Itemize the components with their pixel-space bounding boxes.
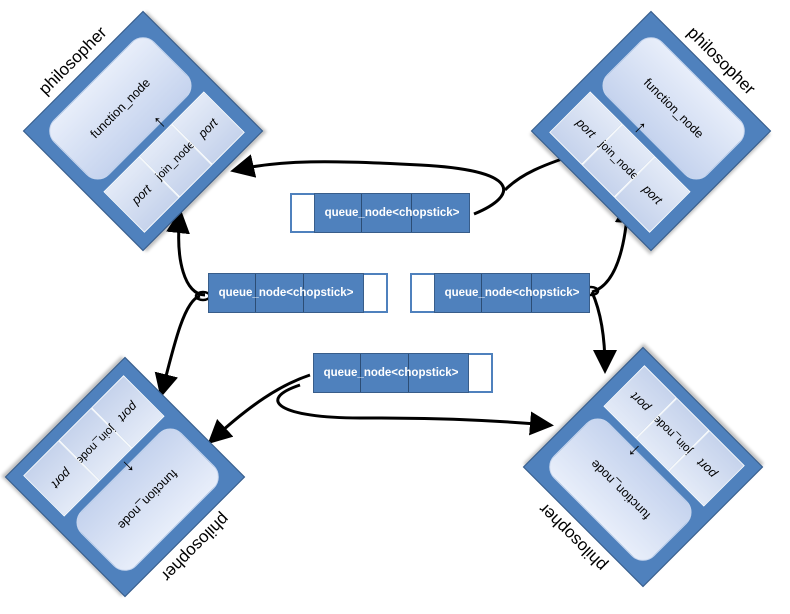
queue-node-bottom: queue_node<chopstick>: [313, 353, 493, 393]
edge-ml-queue-to-bl-port: [154, 294, 201, 398]
edge-top-queue-to-tl-port: [230, 154, 506, 216]
queue-body: [208, 273, 364, 313]
queue-body: [434, 273, 590, 313]
queue-label: queue_node<chopstick>: [323, 367, 459, 379]
edge-ml-queue-to-tl-port: [166, 209, 206, 297]
queue-body: [313, 353, 469, 393]
queue-bracket: [469, 353, 493, 393]
edge-bottom-queue-to-br-port: [276, 383, 554, 436]
queue-label: queue_node<chopstick>: [324, 207, 460, 219]
queue-label: queue_node<chopstick>: [218, 287, 354, 299]
queue-bracket: [410, 273, 434, 313]
queue-body: [314, 193, 470, 233]
queue-bracket: [364, 273, 388, 313]
queue-node-middle-right: queue_node<chopstick>: [410, 273, 590, 313]
queue-label: queue_node<chopstick>: [444, 287, 580, 299]
queue-bracket: [290, 193, 314, 233]
edge-mr-queue-to-br-port: [590, 291, 617, 374]
queue-node-top: queue_node<chopstick>: [290, 193, 470, 233]
edge-bottom-queue-to-bl-port: [207, 373, 311, 445]
queue-node-middle-left: queue_node<chopstick>: [208, 273, 388, 313]
